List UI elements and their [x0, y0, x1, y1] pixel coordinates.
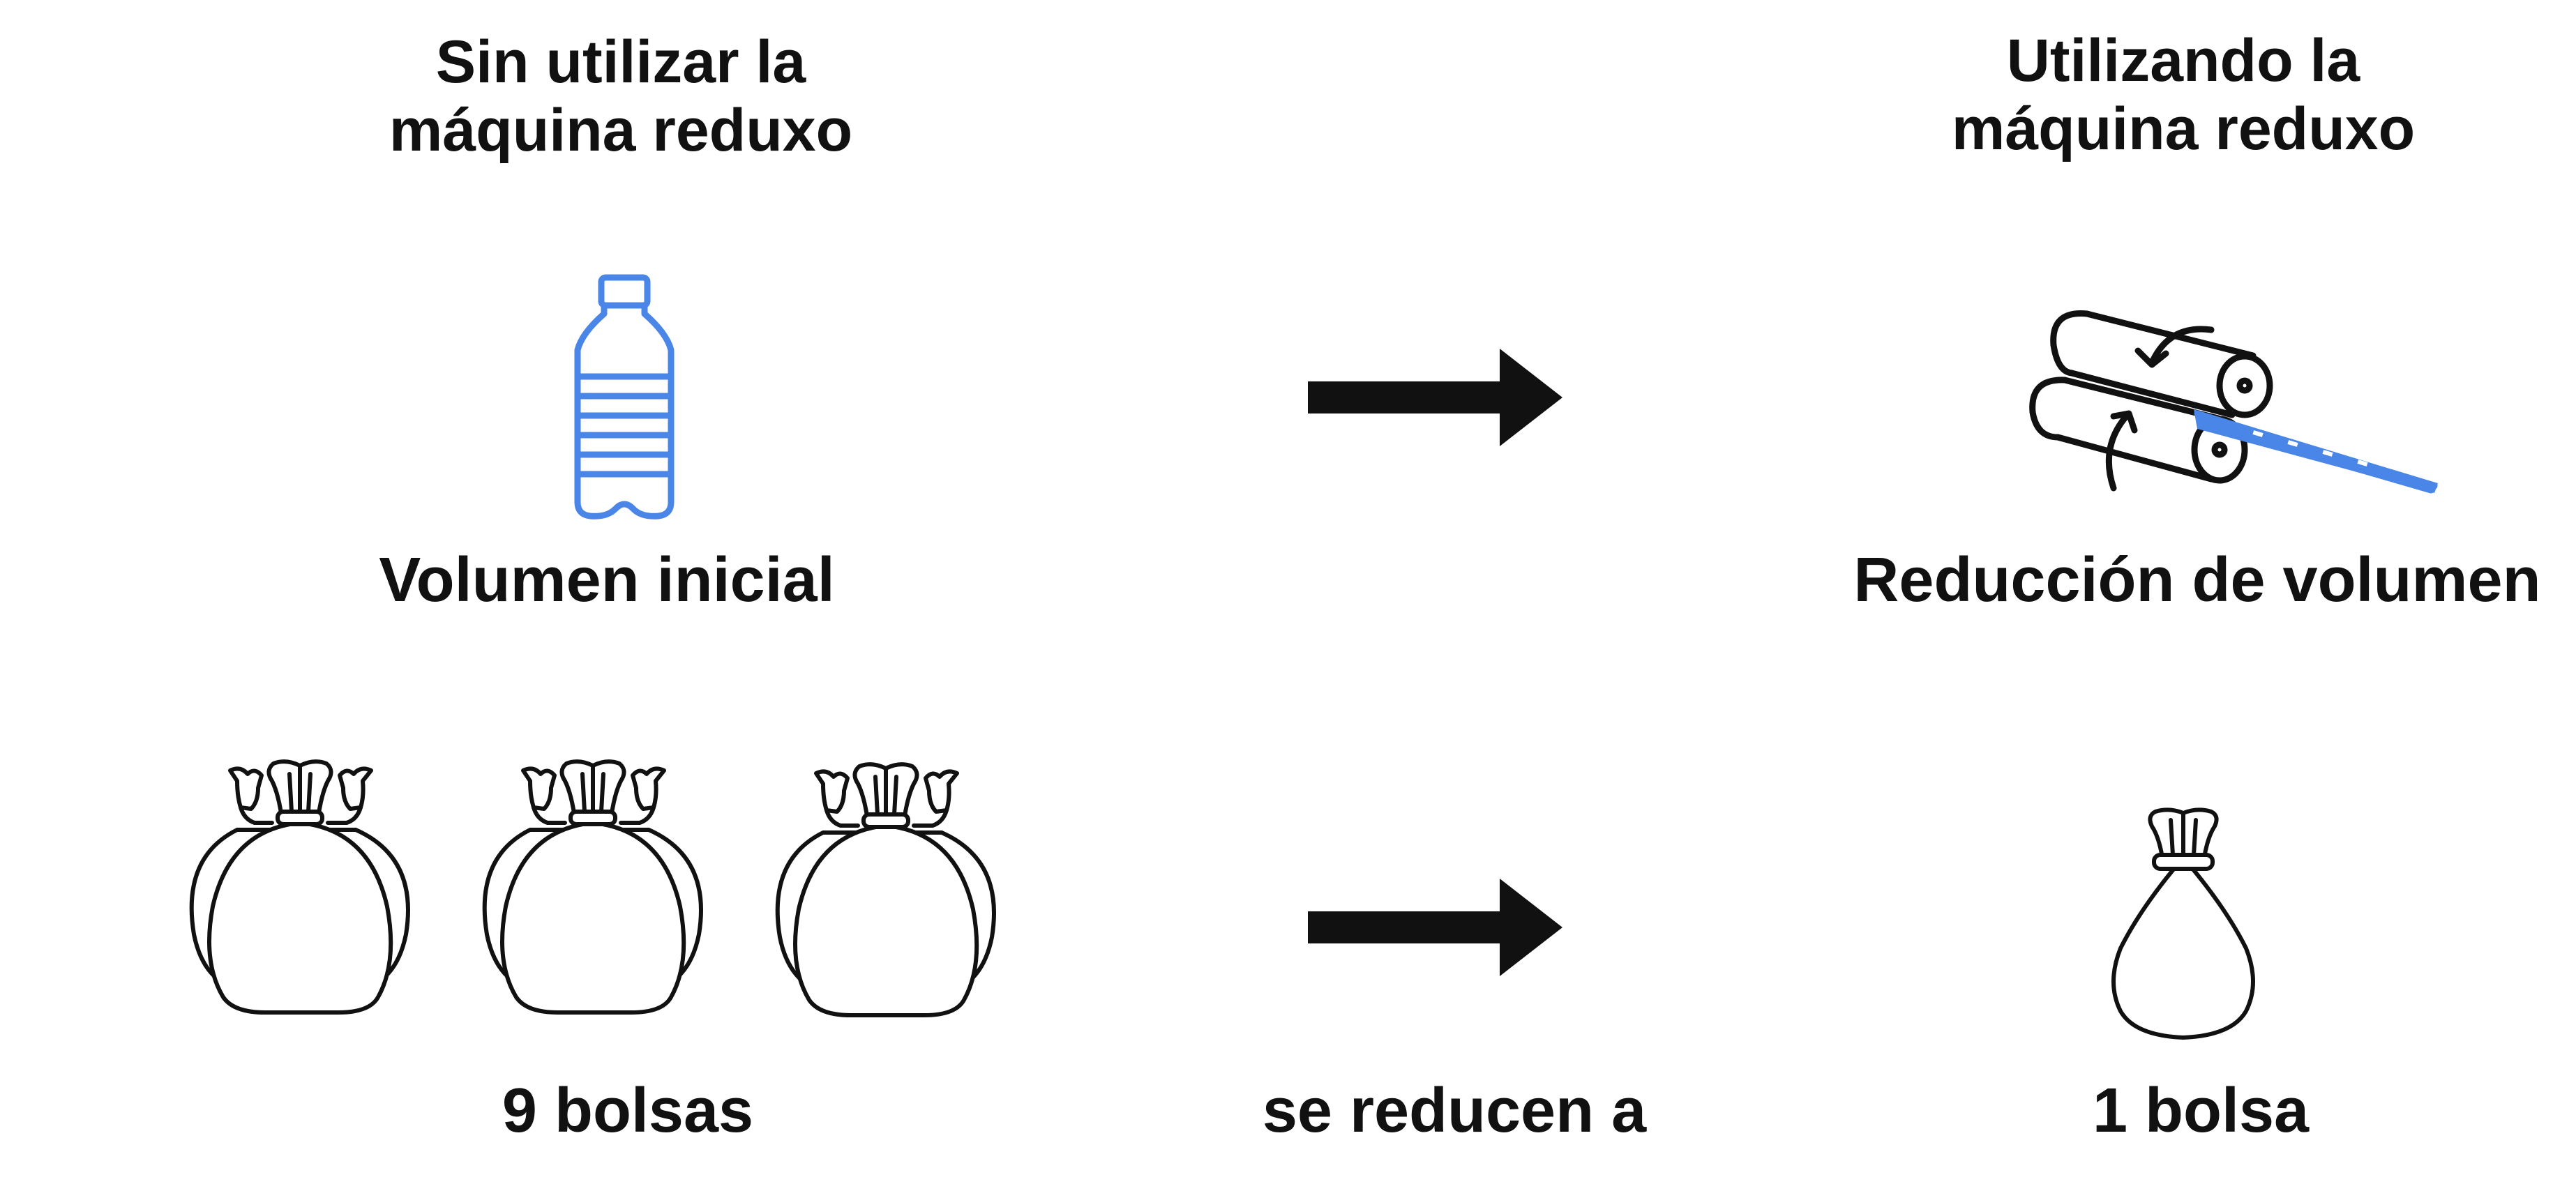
trash-bag-group-icon: [188, 753, 1067, 1046]
arrow-right-icon: [1308, 879, 1562, 976]
right-title-line-2: máquina reduxo: [1951, 96, 2416, 162]
arrow-right-icon: [1308, 349, 1562, 446]
right-title-line-1: Utilizando la: [2006, 27, 2360, 94]
right-caption: Reducción de volumen: [1853, 545, 2541, 615]
bags-connector-label: se reducen a: [1262, 1076, 1647, 1146]
right-column-title: Utilizando la máquina reduxo: [1835, 26, 2532, 163]
plastic-bottle-icon: [574, 274, 675, 519]
trash-bag-icon: [2111, 807, 2255, 1040]
bags-before-label: 9 bolsas: [502, 1076, 754, 1146]
left-title-line-1: Sin utilizar la: [435, 29, 806, 96]
left-caption: Volumen inicial: [379, 545, 835, 615]
roller-compactor-icon: [2029, 310, 2438, 494]
left-column-title: Sin utilizar la máquina reduxo: [272, 28, 970, 165]
left-title-line-2: máquina reduxo: [389, 97, 853, 164]
bags-after-label: 1 bolsa: [2092, 1076, 2310, 1146]
